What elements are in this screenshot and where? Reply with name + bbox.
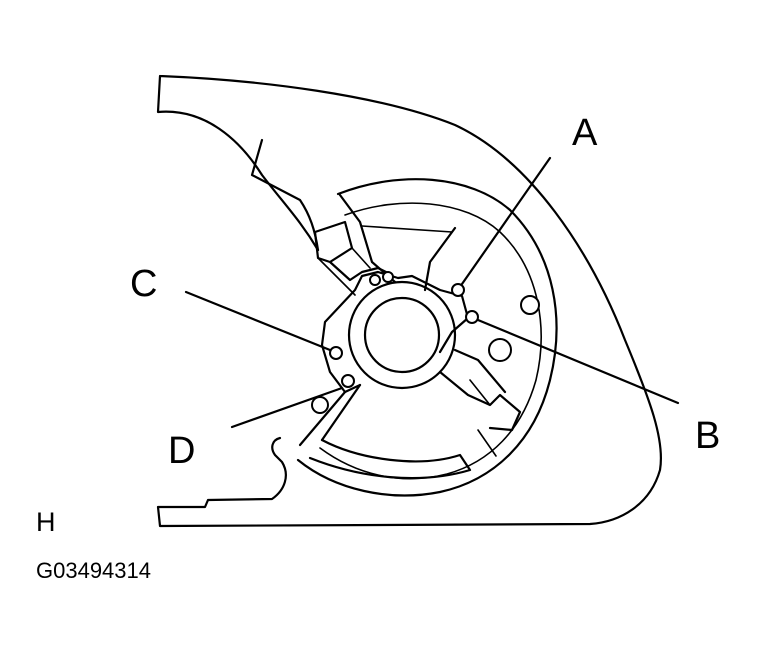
rotor-plate (296, 178, 558, 497)
pin-b (465, 310, 479, 324)
leader-d (230, 386, 344, 429)
pin-d (341, 374, 355, 388)
hub-bracket (320, 270, 470, 394)
callout-c: C (130, 263, 157, 305)
mount-hole-center-right (488, 338, 512, 362)
mount-hole-right (520, 295, 540, 315)
mount-hole-left (311, 396, 329, 414)
lower-arc-slot (308, 438, 472, 480)
pin-a (451, 283, 465, 297)
housing-outline (156, 74, 662, 528)
hub-outer-ring (347, 280, 457, 390)
view-label: H (36, 507, 56, 537)
hub-inner-ring (363, 296, 441, 374)
plate-inner-ring (319, 202, 542, 480)
pin-hole-top-1 (369, 274, 381, 286)
leader-a (460, 156, 552, 286)
lower-right-slot (469, 379, 497, 457)
lower-spoke (298, 383, 362, 447)
pin-c (329, 346, 343, 360)
left-bracket (313, 220, 394, 282)
upper-spoke (338, 193, 457, 292)
pin-hole-top-2 (382, 271, 394, 283)
leader-c (184, 290, 332, 352)
figure-code: G03494314 (36, 558, 151, 583)
callout-a: A (572, 112, 598, 154)
callout-b: B (695, 415, 720, 457)
upper-spoke-slot (361, 225, 453, 233)
leader-b (476, 318, 680, 405)
left-bracket-detail (317, 247, 371, 296)
callout-d: D (168, 430, 195, 472)
lower-right-spoke (438, 348, 522, 432)
